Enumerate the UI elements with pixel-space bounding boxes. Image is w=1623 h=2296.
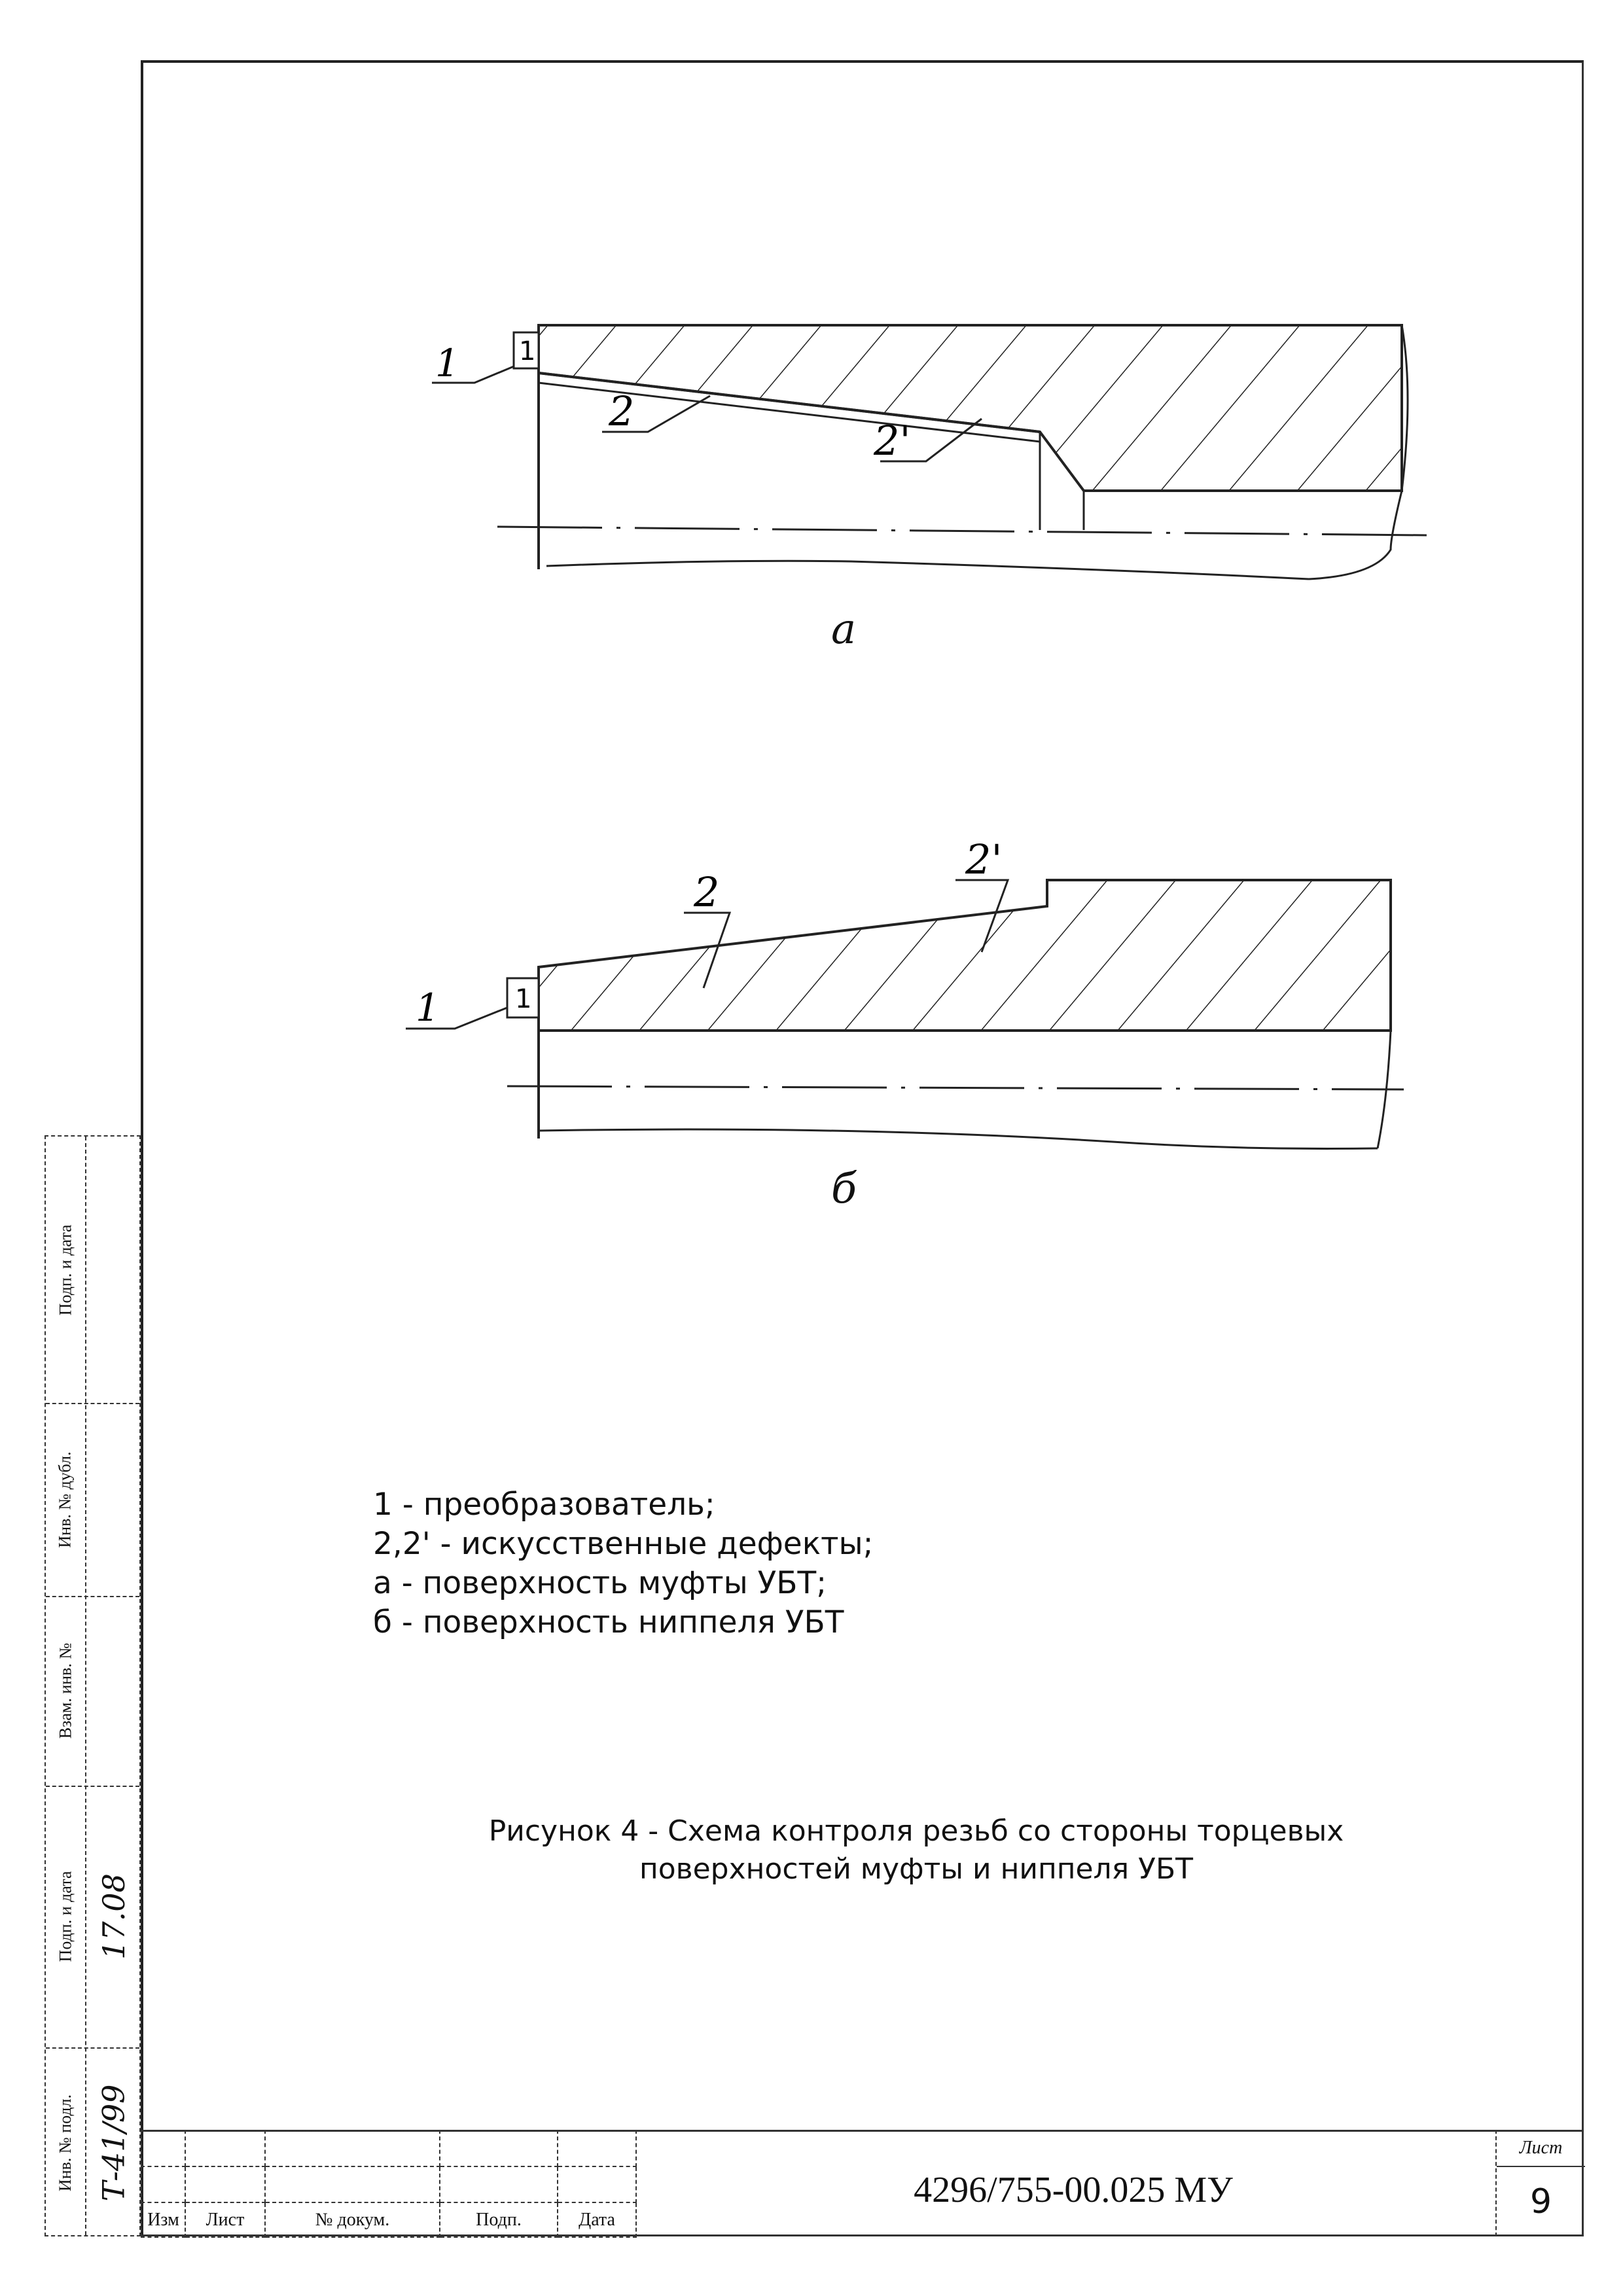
handwritten-date-text: 17.08: [96, 1873, 132, 1960]
stamp-cell: Взам. инв. №: [46, 1596, 85, 1786]
stamp-cell: Подп. и дата: [46, 1137, 85, 1403]
handwritten-inventory-text: Т-41/99: [96, 2084, 132, 2201]
figure-legend: 1 - преобразователь; 2,2' - искусственны…: [373, 1485, 873, 1642]
stamp-cell: Инв. № дубл.: [46, 1403, 85, 1596]
sheet-label: Лист: [1497, 2130, 1585, 2167]
legend-item: б - поверхность ниппеля УБТ: [373, 1604, 844, 1640]
stamp-divider: [85, 1137, 86, 2235]
figure-label-b: б: [831, 1165, 857, 1213]
drawing-a-coupling: 1 1 2 2': [432, 324, 1427, 580]
col-signature: Подп.: [439, 2202, 558, 2238]
side-stamp: Подп. и дата Инв. № дубл. Взам. инв. № П…: [45, 1135, 141, 2236]
stamp-divider: [46, 2047, 139, 2049]
svg-text:2: 2: [693, 868, 719, 916]
handwritten-inventory: Т-41/99: [85, 2047, 142, 2238]
figure-caption: Рисунок 4 - Схема контроля резьб со стор…: [406, 1812, 1427, 1888]
svg-text:2: 2: [608, 387, 634, 435]
col-doc-number: № докум.: [264, 2202, 440, 2238]
stamp-cell: Подп. и дата: [46, 1786, 85, 2047]
drawing-frame: [141, 60, 1584, 2236]
stamp-label: Подп. и дата: [56, 1224, 75, 1315]
svg-text:1: 1: [435, 341, 459, 385]
col-izm: Изм: [141, 2202, 186, 2238]
stamp-divider: [46, 1596, 139, 1597]
caption-line-1: Рисунок 4 - Схема контроля резьб со стор…: [488, 1814, 1344, 1848]
legend-item: 1 - преобразователь;: [373, 1487, 715, 1523]
handwritten-date: 17.08: [85, 1786, 142, 2047]
stamp-divider: [46, 1786, 139, 1787]
title-block: Изм Лист № докум. Подп. Дата 4296/755-00…: [141, 2130, 1585, 2238]
stamp-cell: Инв. № подл.: [46, 2047, 85, 2238]
stamp-label: Инв. № дубл.: [56, 1451, 75, 1548]
svg-text:1: 1: [519, 336, 535, 366]
sheet-number: 9: [1529, 2182, 1552, 2221]
stamp-label: Инв. № подл.: [56, 2094, 75, 2191]
svg-text:2': 2': [965, 836, 1003, 883]
sheet-cell: Лист 9: [1495, 2130, 1585, 2236]
svg-text:1: 1: [515, 984, 531, 1014]
title-block-top-line: [141, 2130, 1584, 2132]
document-code: 4296/755-00.025 МУ: [914, 2169, 1233, 2210]
col-date: Дата: [557, 2202, 637, 2238]
figure-label-a: а: [831, 605, 857, 654]
drawing-b-nipple: 1 1 2 2': [406, 836, 1404, 1150]
legend-item: а - поверхность муфты УБТ;: [373, 1565, 827, 1601]
stamp-label: Взам. инв. №: [56, 1642, 75, 1739]
svg-text:1: 1: [416, 985, 440, 1030]
stamp-divider: [46, 1403, 139, 1404]
svg-text:2': 2': [873, 417, 911, 465]
stamp-label: Подп. и дата: [56, 1871, 75, 1962]
col-list: Лист: [185, 2202, 266, 2238]
caption-line-2: поверхностей муфты и ниппеля УБТ: [639, 1852, 1194, 1886]
revision-table: Изм Лист № докум. Подп. Дата: [141, 2130, 637, 2238]
legend-item: 2,2' - искусственные дефекты;: [373, 1526, 874, 1562]
